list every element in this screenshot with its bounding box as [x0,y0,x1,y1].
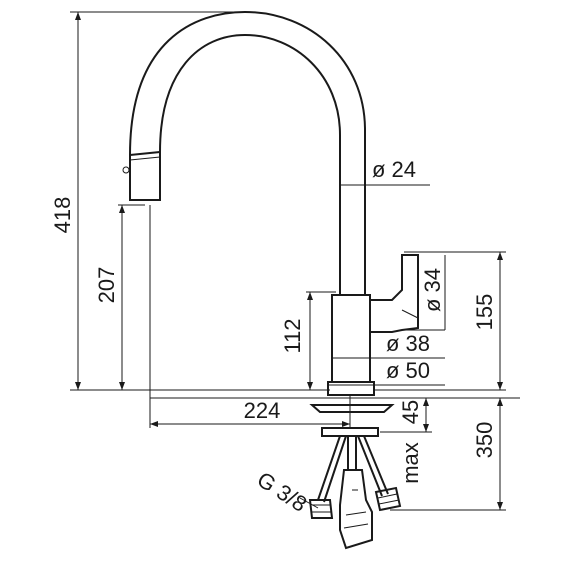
spray-head-band [129,156,161,161]
lever-handle [370,254,419,333]
dimension-labels: 418 207 ø 24 ø 34 155 112 ø 38 ø 50 224 … [50,157,497,517]
dimension-arrows [75,12,503,510]
right-connector [374,486,402,512]
spout-inner [159,33,341,295]
counter-plate [309,404,395,413]
hose-weight [339,469,373,550]
faucet-body [331,294,371,383]
dimension-lines [70,11,506,511]
dim-spout-diameter: ø 24 [372,157,416,182]
hose-weight-detail [343,489,369,529]
dim-handle-height: 155 [472,294,497,331]
dim-base-diameter: ø 50 [386,358,430,383]
dim-body-height: 112 [280,318,305,353]
dim-connection-thread: G 3/8 [253,467,312,517]
left-connector [308,499,334,519]
dim-total-height: 418 [50,197,75,234]
dim-max-deck-prefix: max [398,442,423,484]
hose-right [357,435,389,497]
base-ring [327,381,375,396]
hose-left [317,435,347,503]
spout-outer [129,10,366,295]
dim-handle-diameter: ø 34 [420,268,445,312]
spray-head [129,150,161,201]
right-connector-nut [377,493,400,505]
dim-body-diameter: ø 38 [386,331,430,356]
left-connector-nut [312,504,331,513]
hose-center [347,436,357,470]
dim-reach: 224 [244,398,281,423]
dim-max-deck-value: 45 [398,400,423,424]
mounting-washer [321,427,379,437]
dim-hose-length: 350 [472,422,497,459]
dim-outlet-height: 207 [94,267,119,304]
lever-handle-joint [401,309,419,319]
faucet-outline [122,10,520,550]
spray-button [122,166,130,174]
